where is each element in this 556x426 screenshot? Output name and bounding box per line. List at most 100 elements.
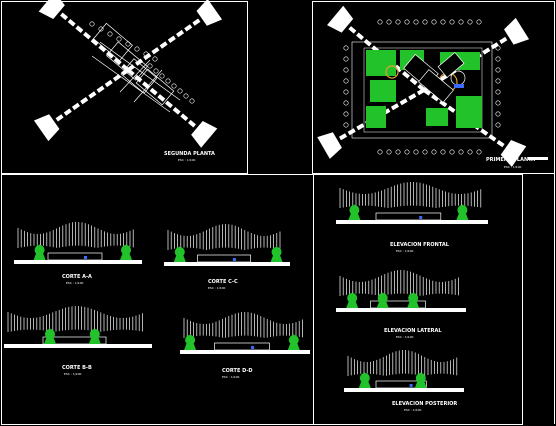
primera-planta-building <box>403 52 466 103</box>
building-mass <box>375 212 442 221</box>
section-view <box>14 222 142 264</box>
walkway-end-plaza <box>196 0 223 26</box>
walkway-arm <box>126 16 203 72</box>
grid-bubble <box>413 149 419 155</box>
grid-bubble <box>134 46 140 52</box>
grid-bubble <box>495 122 501 128</box>
grid-bubble <box>165 78 171 84</box>
grid-bubble <box>171 83 177 89</box>
grid-bubble <box>159 73 165 79</box>
grid-bubble <box>89 21 95 27</box>
corte-a-scale: ESC : 1/100 <box>66 281 84 285</box>
walkway-arm <box>346 24 426 92</box>
grid-bubble <box>116 36 122 42</box>
walkway-end-plaza <box>191 120 218 148</box>
grid-bubble <box>476 149 482 155</box>
walkway-end-plaza <box>317 132 342 159</box>
section-view <box>336 270 466 312</box>
frame-top-left <box>1 1 248 174</box>
building-mass <box>47 252 103 261</box>
grid-bubble <box>422 149 428 155</box>
elev-lateral-title: ELEVACION LATERAL <box>384 328 442 334</box>
grid-bubble <box>431 149 437 155</box>
corte-d-title: CORTE D-D <box>222 368 253 374</box>
primera-planta-title: PRIMERA PLANTA <box>486 157 535 163</box>
ground-line <box>4 344 152 348</box>
walkway-arm <box>53 68 130 124</box>
grid-bubble <box>386 19 392 25</box>
segunda-planta-plan: SEGUNDA PLANTA ESC : 1/100 <box>33 0 223 162</box>
window-accent <box>419 216 423 219</box>
grid-bubble <box>343 122 349 128</box>
grid-bubble <box>404 149 410 155</box>
elev-frontal-scale: ESC : 1/100 <box>396 249 414 253</box>
grid-bubble <box>495 67 501 73</box>
grid-bubble <box>125 41 131 47</box>
grid-bubble <box>440 149 446 155</box>
tree-crown <box>457 205 468 215</box>
grid-bubble <box>343 56 349 62</box>
grid-bubble <box>495 89 501 95</box>
grid-bubble <box>343 89 349 95</box>
primera-planta-scale: ESC : 1/100 <box>504 165 522 169</box>
walkway-end-plaza <box>33 114 60 142</box>
grid-bubble <box>395 149 401 155</box>
walkway-end-plaza <box>38 0 65 20</box>
primera-planta-plan: PRIMERA PLANTA ESC : 1/100 <box>317 5 548 169</box>
grid-bubble <box>467 149 473 155</box>
grid-bubble <box>458 149 464 155</box>
ground-line <box>344 388 464 392</box>
corte-c-title: CORTE C-C <box>208 279 238 285</box>
grid-bubble <box>431 19 437 25</box>
tree-crown <box>174 247 185 257</box>
frame-bottom-right <box>313 174 523 425</box>
walkway-arm <box>57 10 130 72</box>
section-view <box>336 182 488 224</box>
section-view <box>180 312 310 354</box>
ground-line <box>14 260 142 264</box>
frame-top-right <box>312 1 555 174</box>
grid-bubble <box>449 149 455 155</box>
tree-crown <box>121 245 131 255</box>
ground-line <box>336 308 466 312</box>
tree-crown <box>377 293 388 303</box>
grid-bubble <box>476 19 482 25</box>
grid-bubble <box>189 98 195 104</box>
frame-bottom-left <box>1 174 314 425</box>
primera-planta-title-bar <box>528 157 548 160</box>
tree-crown <box>271 247 282 257</box>
building-mass <box>197 254 251 263</box>
grid-bubble <box>343 78 349 84</box>
elev-posterior-title: ELEVACION POSTERIOR <box>392 401 457 407</box>
grid-bubble <box>458 19 464 25</box>
grid-bubble <box>449 19 455 25</box>
tree-crown <box>415 373 426 383</box>
ground-line <box>336 220 488 224</box>
grid-bubble <box>153 68 159 74</box>
segunda-planta-building <box>91 22 181 113</box>
grid-bubble <box>177 88 183 94</box>
tree-crown <box>89 329 100 339</box>
grid-bubble <box>377 149 383 155</box>
grid-bubble <box>152 56 158 62</box>
section-view <box>4 306 152 348</box>
section-view <box>164 224 290 266</box>
ground-line <box>164 262 290 266</box>
grid-bubble <box>343 100 349 106</box>
tree-crown <box>359 373 370 383</box>
grid-bubble <box>343 45 349 51</box>
primera-planta-site-inner <box>363 47 483 133</box>
grid-bubble <box>343 111 349 117</box>
grid-bubble <box>386 149 392 155</box>
tree-crown <box>349 205 360 215</box>
corte-a-title: CORTE A-A <box>62 274 92 280</box>
grid-bubble <box>143 51 149 57</box>
window-accent <box>232 258 236 261</box>
primera-planta-water <box>454 84 464 88</box>
elev-frontal-title: ELEVACION FRONTAL <box>390 242 450 248</box>
grid-bubble <box>413 19 419 25</box>
walkway-end-plaza <box>327 5 354 33</box>
grid-bubble <box>377 19 383 25</box>
